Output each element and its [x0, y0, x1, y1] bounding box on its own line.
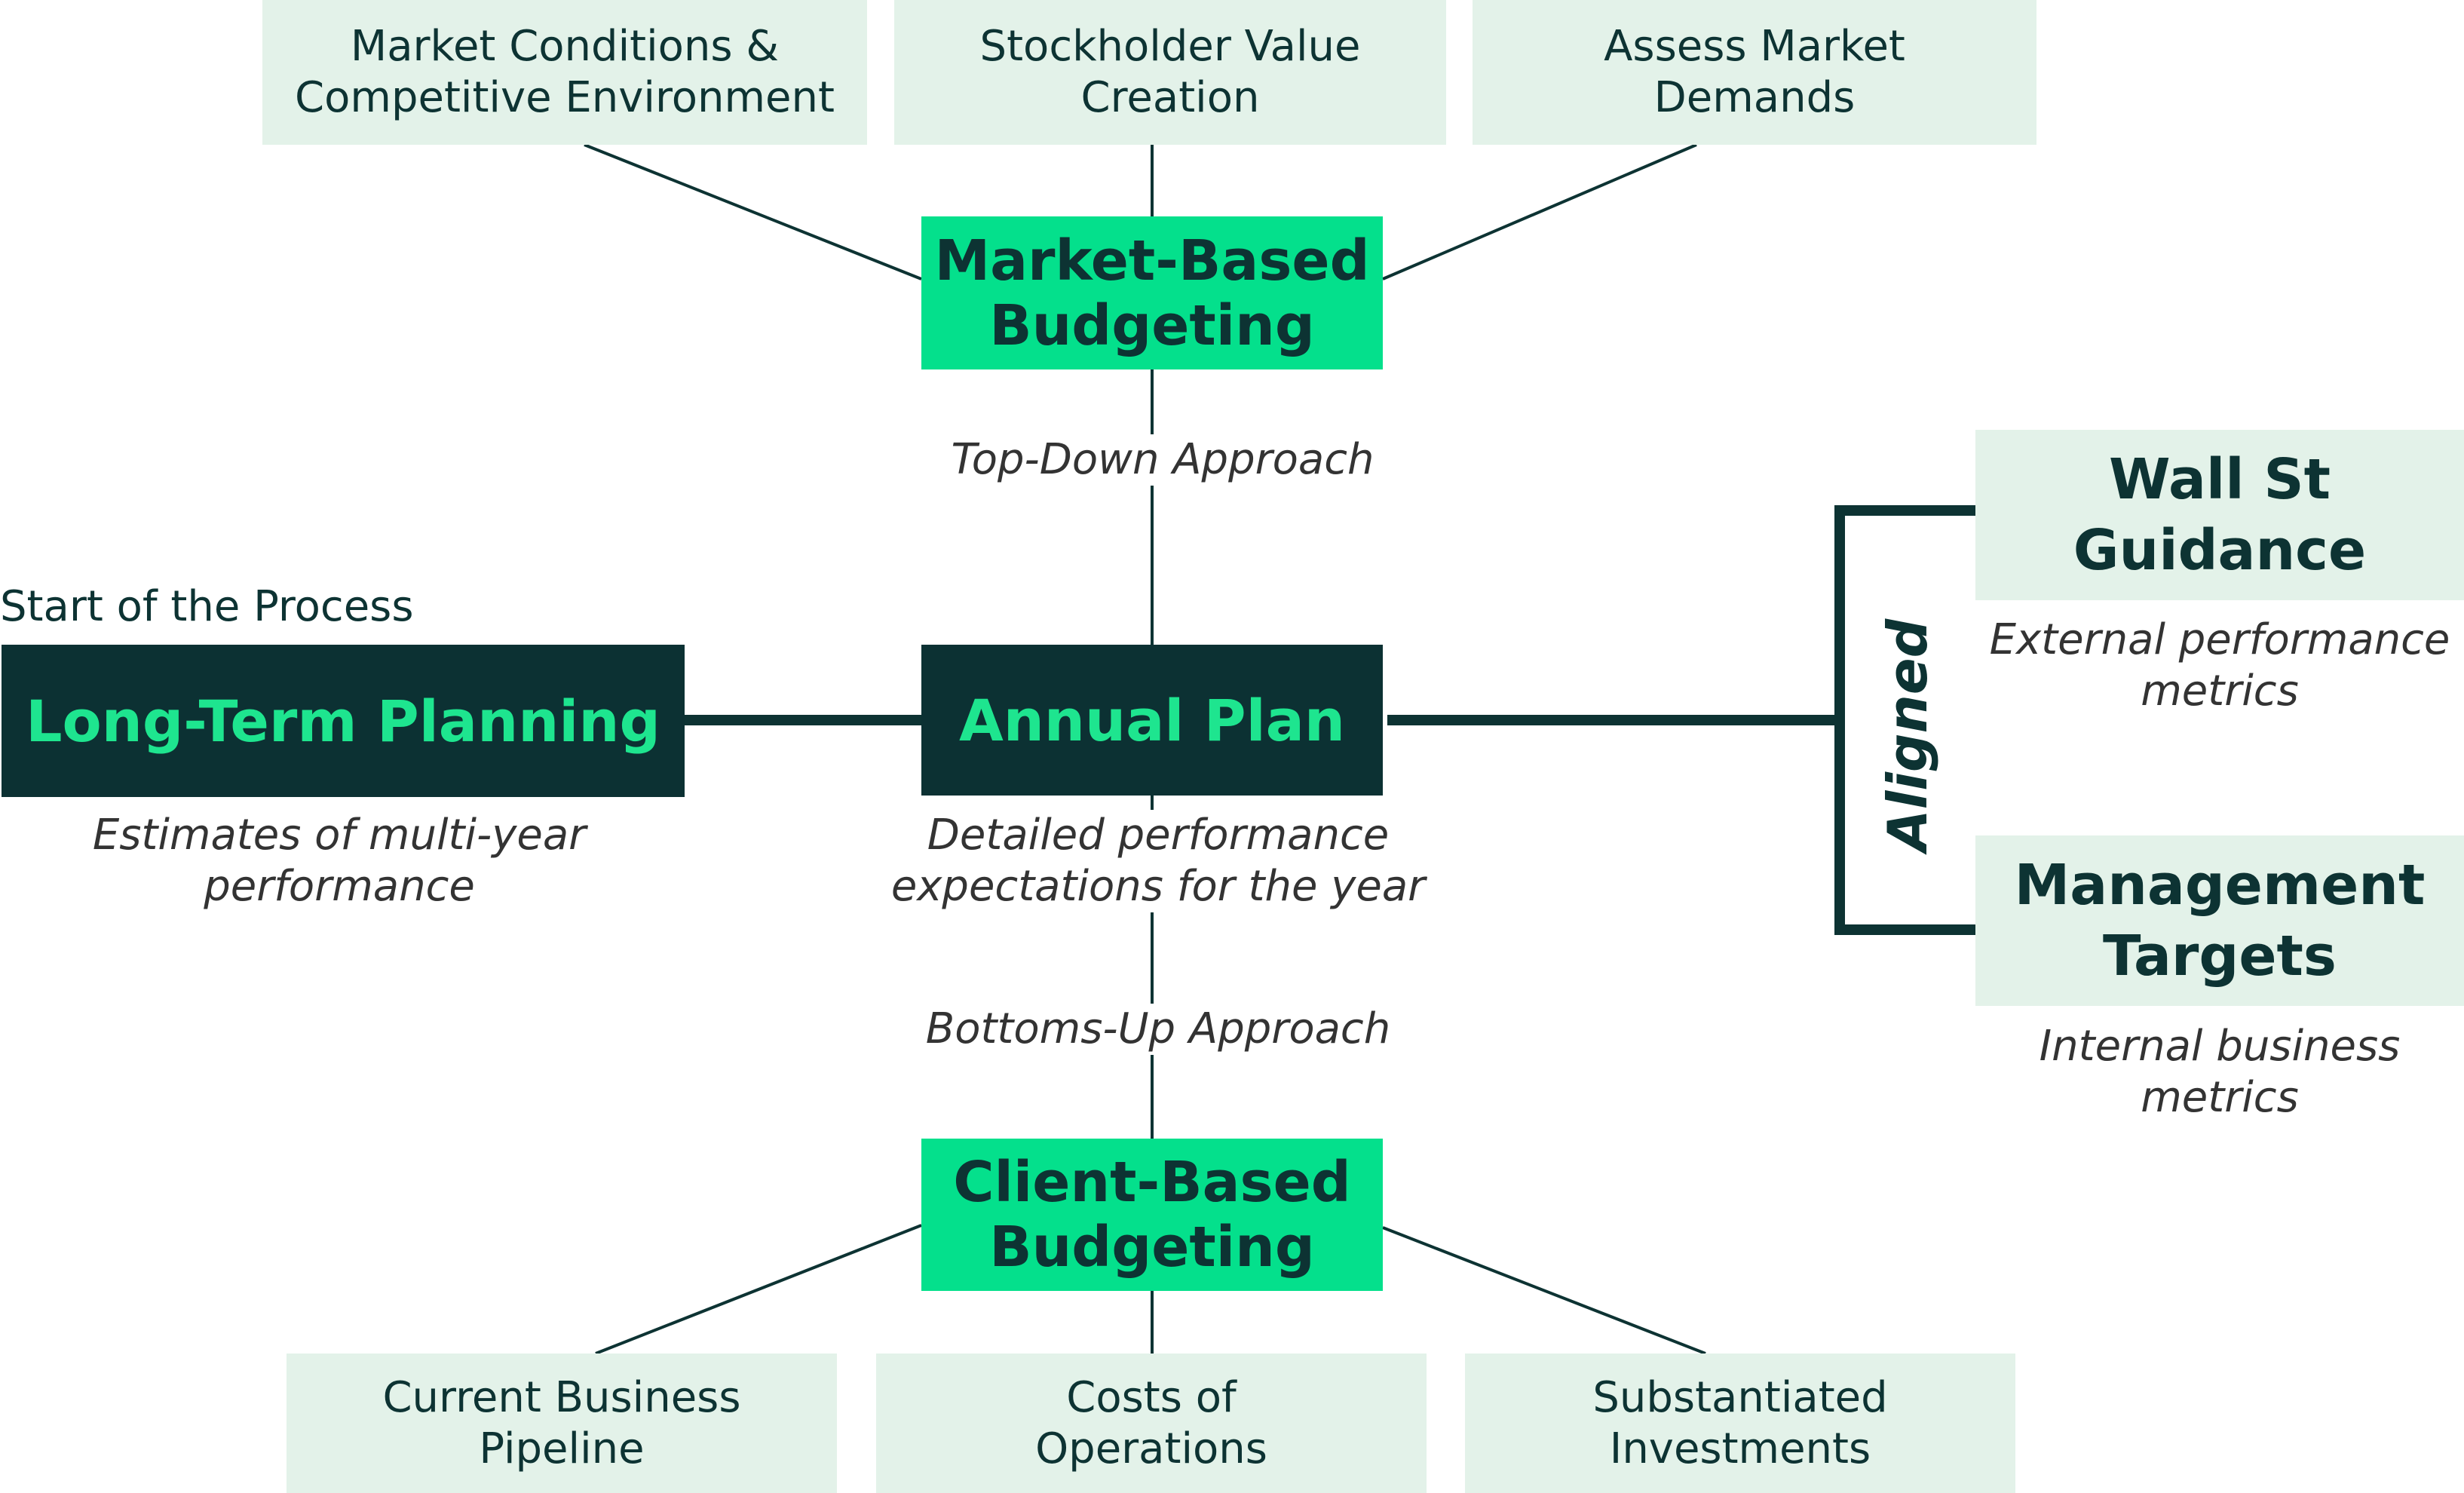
management-targets-caption: Internal business metrics	[2039, 1022, 2401, 1122]
connector-assess-demands	[1382, 143, 1697, 281]
substantiated-investments-box: Substantiated Investments	[1465, 1354, 2015, 1493]
current-business-pipeline-box: Current Business Pipeline	[287, 1354, 837, 1493]
wall-st-guidance-box: Wall St Guidance	[1975, 430, 2464, 600]
bottoms-up-approach-label: Bottoms-Up Approach	[918, 1004, 1398, 1055]
stockholder-value-box: Stockholder Value Creation	[894, 0, 1446, 145]
long-term-planning-box: Long-Term Planning	[2, 645, 685, 797]
aligned-bracket	[1834, 505, 1975, 935]
connector-investments	[1382, 1226, 1706, 1355]
connector-market-conditions	[584, 143, 922, 281]
top-down-approach-label: Top-Down Approach	[926, 434, 1399, 486]
market-based-budgeting-box: Market-Based Budgeting	[921, 216, 1383, 369]
wall-st-guidance-caption: External performance metrics	[1989, 615, 2450, 716]
annual-plan-caption: Detailed performance expectations for th…	[873, 810, 1443, 912]
management-targets-box: Management Targets	[1975, 835, 2464, 1006]
start-of-process-label: Start of the Process	[0, 582, 414, 631]
costs-of-operations-box: Costs of Operations	[876, 1354, 1427, 1493]
long-term-planning-caption: Estimates of multi-year performance	[92, 811, 587, 911]
annual-plan-box: Annual Plan	[921, 645, 1383, 796]
market-conditions-box: Market Conditions & Competitive Environm…	[262, 0, 867, 145]
aligned-label: Aligned	[1876, 611, 1939, 860]
connector-pipeline	[595, 1224, 922, 1355]
client-based-budgeting-box: Client-Based Budgeting	[921, 1139, 1383, 1291]
assess-market-demands-box: Assess Market Demands	[1473, 0, 2036, 145]
